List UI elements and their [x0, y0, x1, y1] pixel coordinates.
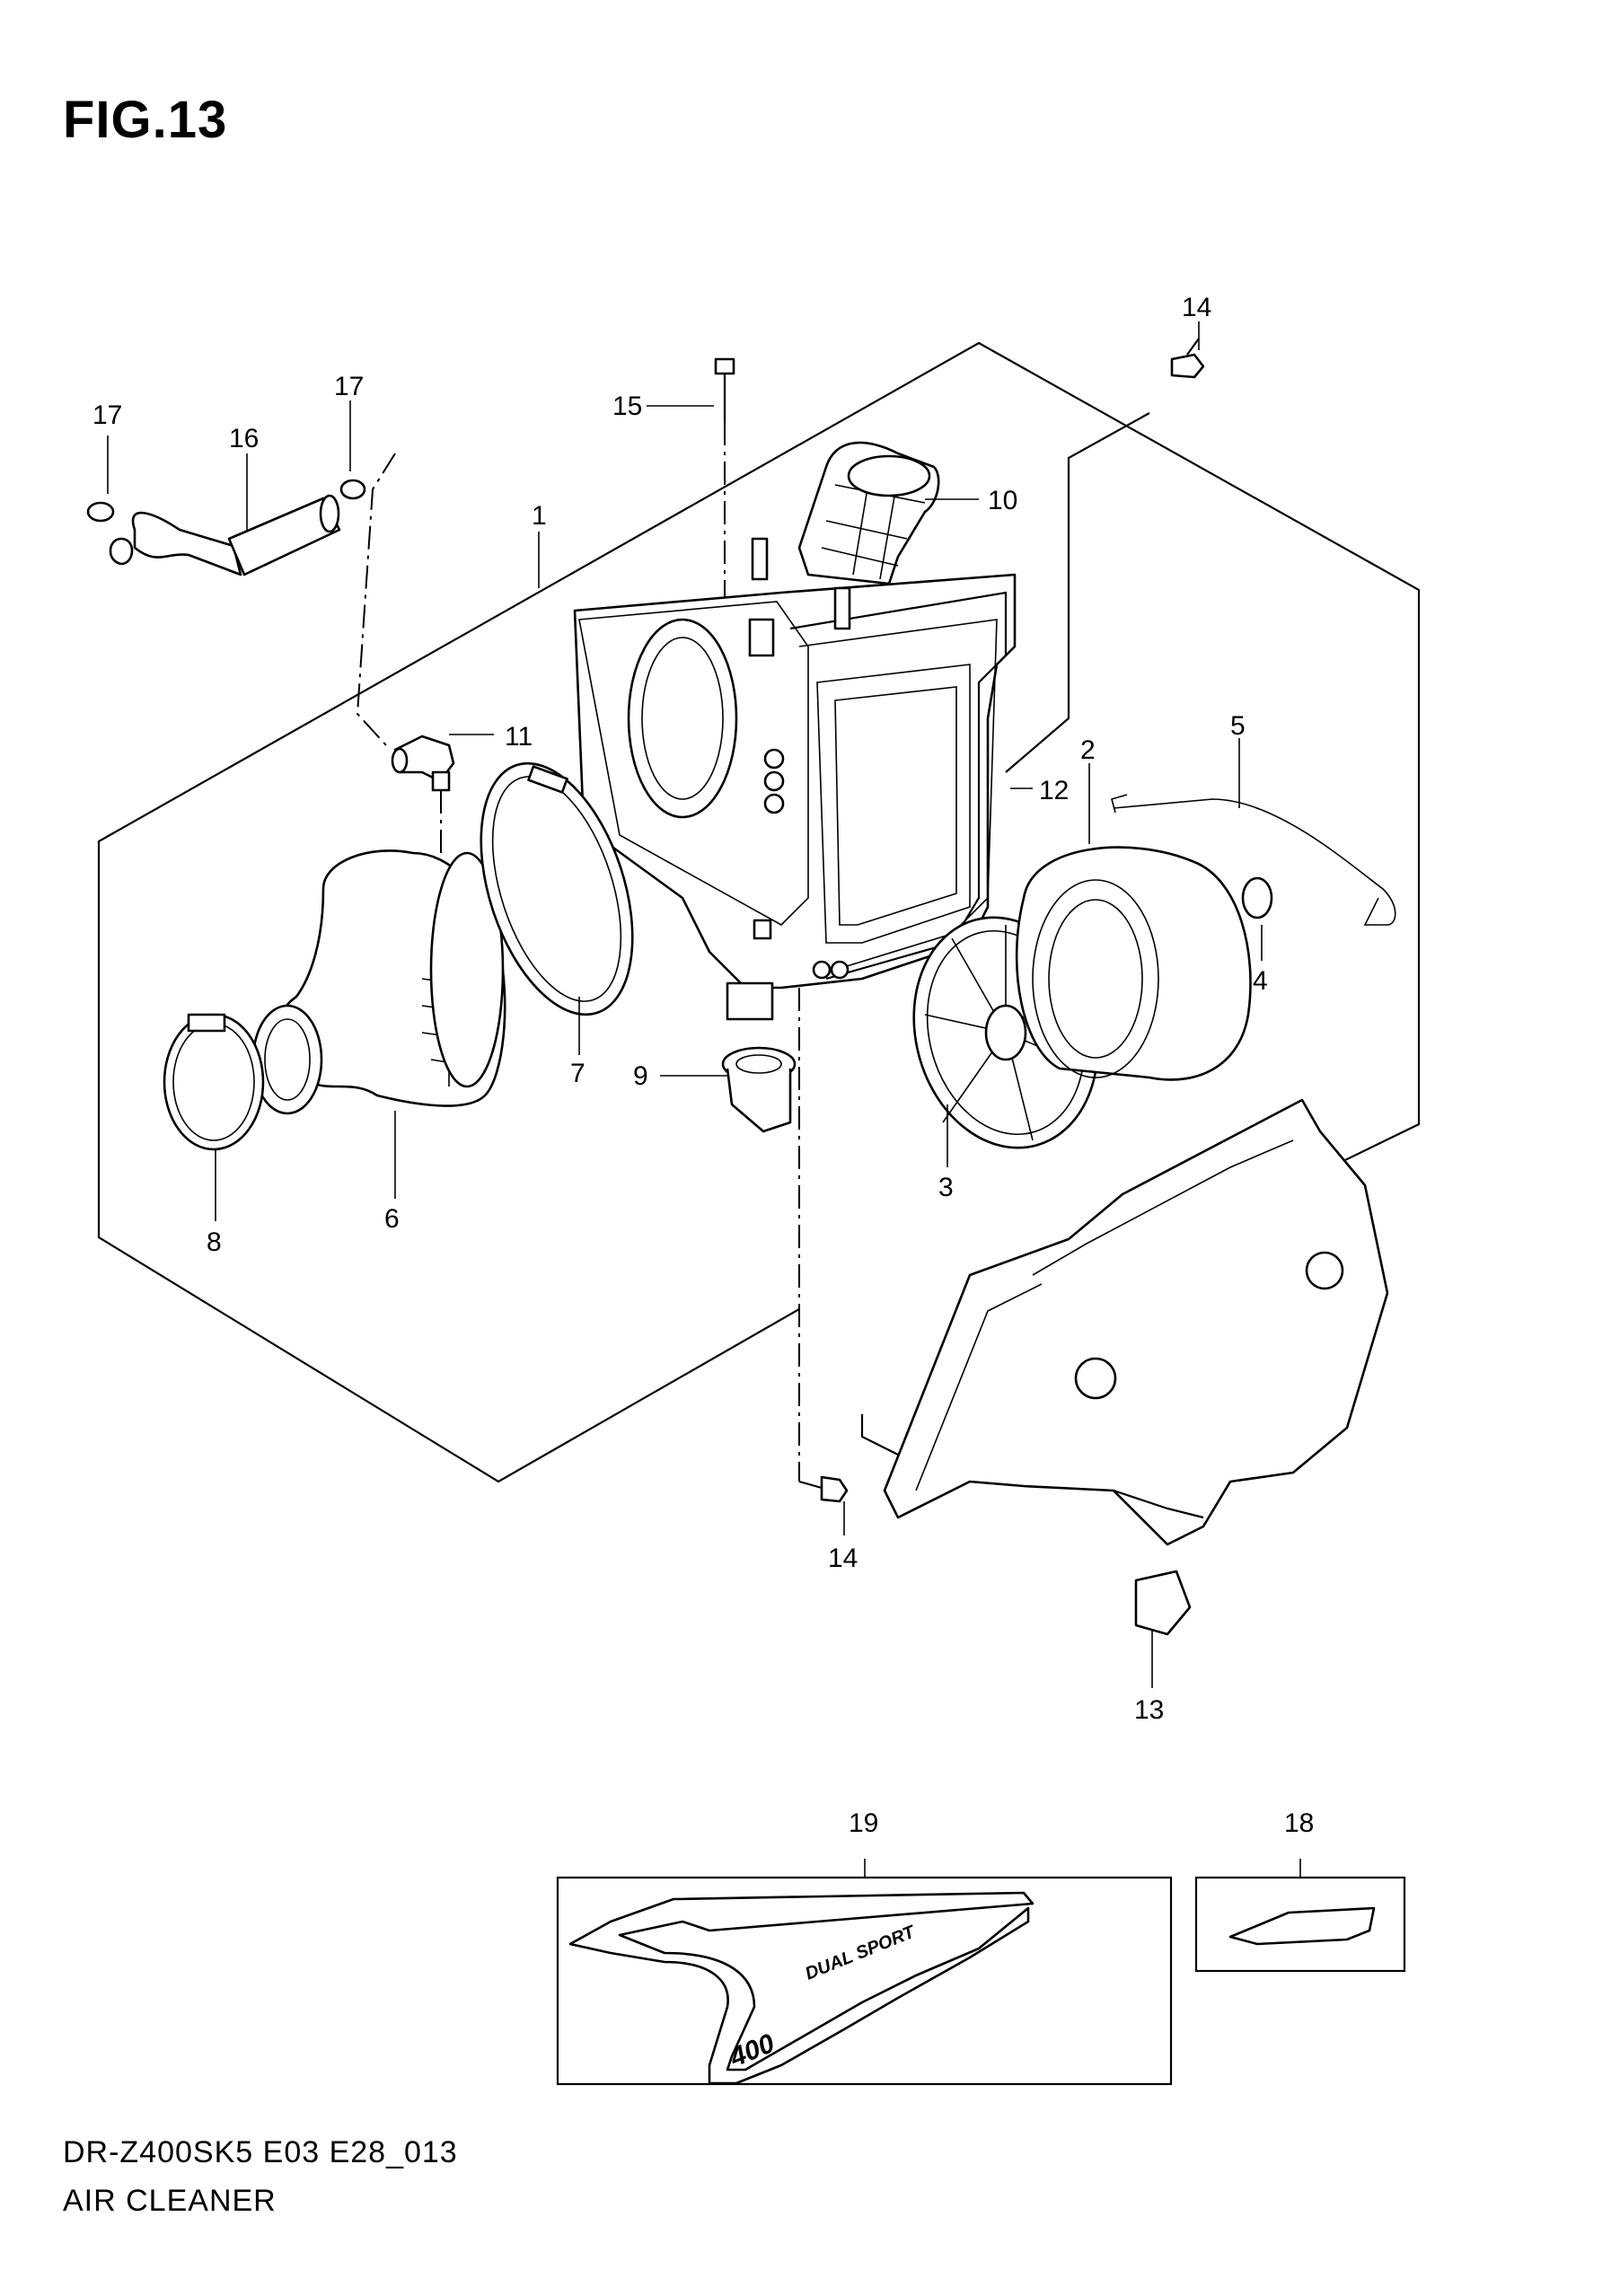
screw-14-bottom	[798, 1475, 849, 1503]
leader-lines	[107, 321, 1301, 1878]
breather-hose	[109, 494, 341, 576]
wire-spring-end	[1111, 794, 1128, 814]
callout-13: 13	[1134, 1695, 1164, 1725]
callout-11: 11	[505, 722, 533, 752]
callout-16: 16	[229, 424, 259, 453]
callout-4: 4	[1253, 966, 1268, 996]
assembly-boundary	[97, 341, 1421, 1483]
hose-clamps	[86, 479, 366, 523]
air-cleaner-case	[573, 537, 1017, 1021]
decal-18-panel	[1194, 1876, 1406, 1973]
intake-boot	[797, 441, 940, 585]
wire-spring	[1113, 798, 1396, 926]
side-cover	[883, 1098, 1389, 1636]
callout-10: 10	[988, 486, 1017, 515]
figure-title: FIG.13	[63, 91, 228, 149]
callout-15: 15	[612, 391, 642, 421]
filter-element	[1015, 846, 1252, 1081]
washer	[1241, 876, 1273, 919]
screw-14-top	[1170, 338, 1205, 379]
callout-17-left: 17	[92, 400, 122, 430]
callout-14-top: 14	[1182, 293, 1211, 322]
model-code: DR-Z400SK5 E03 E28_013	[63, 2135, 458, 2169]
screw-15	[714, 357, 735, 422]
callout-5: 5	[1230, 711, 1246, 741]
callout-7: 7	[570, 1059, 585, 1088]
callout-17-right: 17	[334, 372, 364, 401]
callout-1: 1	[532, 501, 547, 531]
callout-2: 2	[1080, 735, 1096, 765]
callout-14-bottom: 14	[828, 1544, 858, 1573]
callout-6: 6	[384, 1204, 400, 1234]
callout-3: 3	[938, 1173, 954, 1202]
decal-19-panel: DUAL SPORT 400	[556, 1876, 1173, 2086]
outlet-boot	[251, 849, 506, 1115]
callout-labels: 17 16 17 15 14 1 10 11 12 2 5 4 7 9 3 6 …	[92, 293, 1314, 1838]
callout-8: 8	[207, 1227, 222, 1257]
section-name: AIR CLEANER	[63, 2184, 277, 2218]
hose-clamp-8	[163, 1013, 265, 1151]
drain-grommet	[721, 1046, 797, 1133]
decal-19-text: DUAL SPORT	[803, 1922, 920, 1984]
callout-18: 18	[1284, 1808, 1314, 1838]
callout-19: 19	[849, 1808, 878, 1838]
callout-9: 9	[633, 1061, 648, 1091]
clamp-band	[480, 761, 634, 1016]
elbow-fitting	[391, 735, 455, 792]
callout-12: 12	[1039, 776, 1069, 805]
